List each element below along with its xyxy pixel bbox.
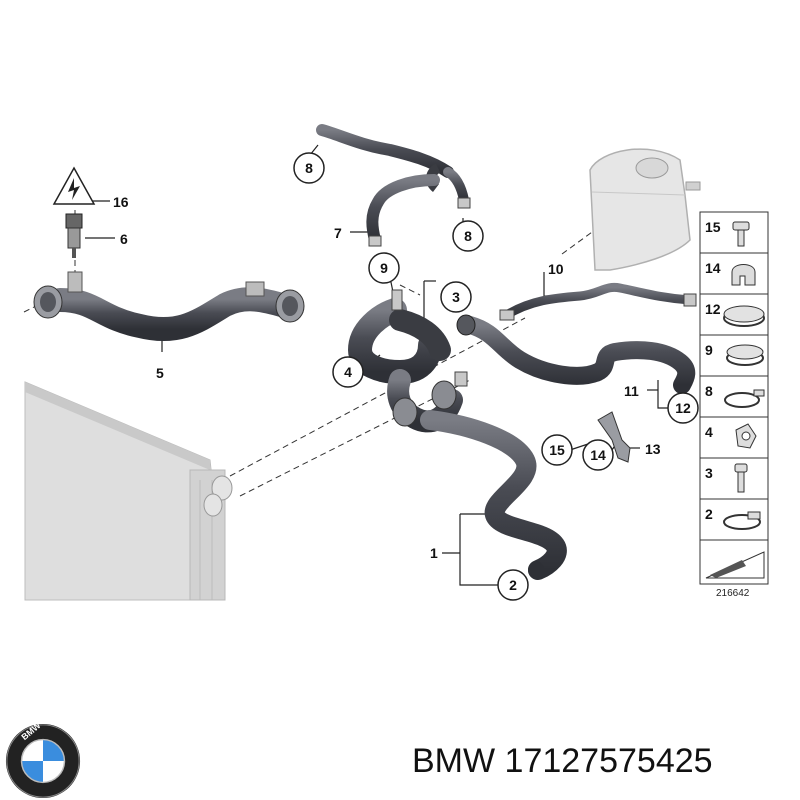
svg-text:7: 7 — [334, 225, 342, 241]
hose-part-7 — [366, 174, 440, 247]
worm-clamp-icon — [723, 511, 761, 530]
svg-text:12: 12 — [705, 301, 721, 317]
bmw-logo: BMW — [5, 722, 81, 799]
callout-14: 14 — [582, 439, 614, 471]
svg-text:9: 9 — [380, 260, 388, 276]
callout-10: 10 — [548, 261, 564, 277]
svg-text:12: 12 — [675, 400, 691, 416]
callout-12: 12 — [667, 392, 699, 424]
callout-8-upper: 8 — [293, 152, 325, 184]
callout-9: 9 — [368, 252, 400, 284]
legend-item-2: 2 — [705, 506, 761, 530]
legend-item-9: 9 — [705, 342, 764, 366]
svg-text:3: 3 — [452, 289, 460, 305]
legend-item-14: 14 — [705, 260, 756, 286]
svg-text:10: 10 — [548, 261, 564, 277]
svg-text:8: 8 — [705, 383, 713, 399]
svg-text:4: 4 — [344, 364, 352, 380]
svg-text:8: 8 — [464, 228, 472, 244]
callout-5: 5 — [156, 365, 164, 381]
callout-3: 3 — [440, 281, 472, 313]
bolt-icon — [732, 221, 750, 247]
svg-text:15: 15 — [549, 442, 565, 458]
spring-clamp-icon — [724, 389, 765, 408]
callout-13: 13 — [645, 441, 661, 457]
svg-text:11: 11 — [624, 383, 639, 399]
bracket-part-13 — [597, 411, 631, 463]
callout-4: 4 — [332, 356, 364, 388]
legend-item-3: 3 — [705, 463, 748, 493]
hose-part-10 — [499, 282, 697, 321]
legend-item-15: 15 — [705, 219, 750, 247]
svg-text:6: 6 — [120, 231, 128, 247]
callout-15: 15 — [541, 434, 573, 466]
svg-text:5: 5 — [156, 365, 164, 381]
callout-7: 7 — [334, 225, 342, 241]
svg-text:16: 16 — [113, 194, 129, 210]
legend-item-12: 12 — [705, 301, 765, 327]
legend-item-4: 4 — [705, 423, 757, 449]
svg-text:2: 2 — [509, 577, 517, 593]
screw-icon — [734, 463, 748, 493]
svg-text:1: 1 — [430, 545, 438, 561]
hose-part-1 — [420, 410, 567, 580]
clip-icon — [731, 264, 756, 286]
legend-item-8: 8 — [705, 383, 765, 408]
callout-2: 2 — [497, 569, 529, 601]
diagram-number: 216642 — [716, 588, 750, 599]
brand-name: BMW — [412, 742, 496, 780]
svg-text:4: 4 — [705, 424, 713, 440]
expansion-tank — [589, 148, 701, 271]
brand-part-number: BMW 17127575425 — [412, 736, 792, 786]
hose-part-8-upper — [316, 124, 471, 209]
hose-part-11 — [456, 314, 696, 394]
callout-6: 6 — [120, 231, 128, 247]
svg-text:8: 8 — [305, 160, 313, 176]
svg-text:3: 3 — [705, 465, 713, 481]
bracket-clip-icon — [735, 423, 757, 449]
svg-text:15: 15 — [705, 219, 721, 235]
callout-11: 11 — [624, 383, 639, 399]
svg-text:14: 14 — [590, 447, 606, 463]
hose-clamp-icon — [723, 305, 765, 327]
callout-1: 1 — [430, 545, 438, 561]
seal-wedge-icon — [705, 551, 765, 579]
callout-16: 16 — [113, 194, 129, 210]
sensor-part-6 — [65, 213, 83, 258]
hose-part-5 — [33, 271, 305, 342]
legend-panel: 15 14 12 9 8 — [699, 211, 769, 585]
part-number: 17127575425 — [504, 742, 713, 780]
svg-text:9: 9 — [705, 342, 713, 358]
svg-text:14: 14 — [705, 260, 721, 276]
warning-triangle-icon — [52, 166, 96, 205]
svg-text:2: 2 — [705, 506, 713, 522]
svg-text:13: 13 — [645, 441, 661, 457]
radiator — [24, 381, 233, 601]
ring-clamp-icon — [726, 344, 764, 366]
callout-8-lower: 8 — [452, 220, 484, 252]
